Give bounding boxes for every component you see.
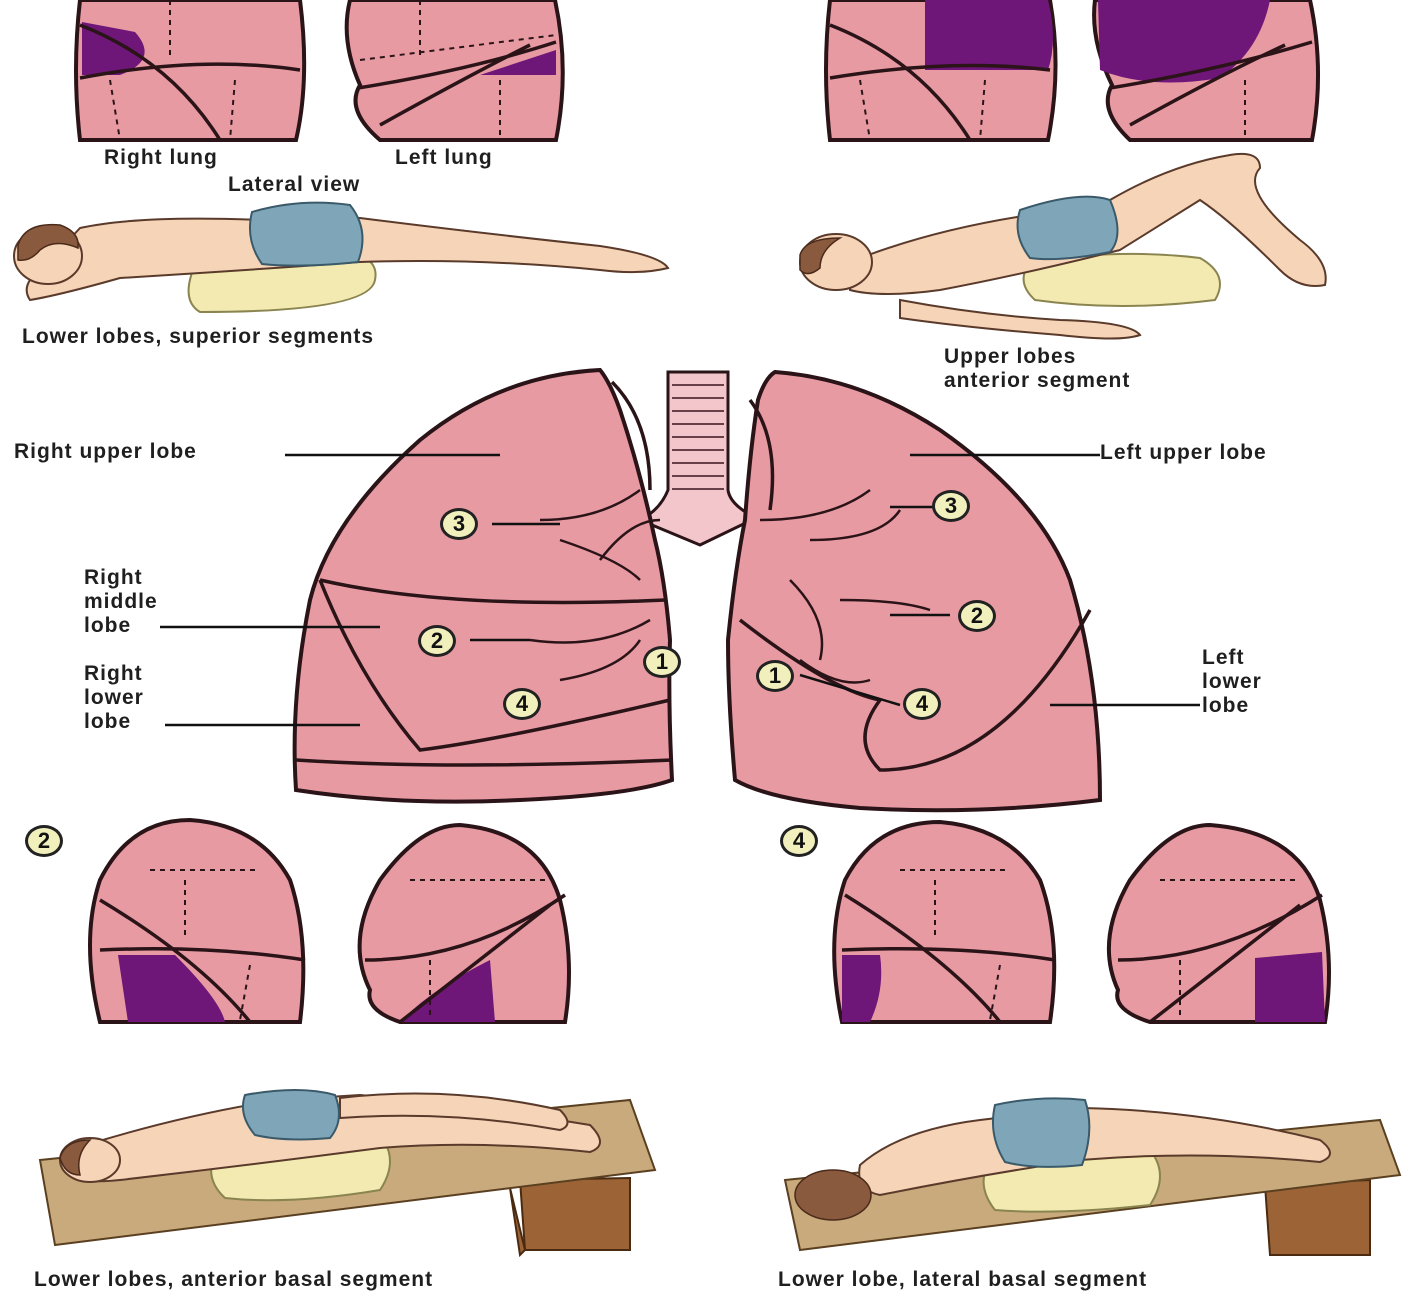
right-middle-lobe-line1: Right — [84, 566, 158, 590]
left-lung-main — [728, 372, 1100, 810]
right-upper-lobe-label: Right upper lobe — [14, 440, 197, 464]
lower-lobes-superior-caption: Lower lobes, superior segments — [22, 325, 374, 349]
lateral-basal-position-figure — [785, 1098, 1400, 1255]
left-lower-lobe-line1: Left — [1202, 646, 1262, 670]
right-lung-caption: Right lung — [104, 146, 218, 170]
right-middle-lobe-line3: lobe — [84, 614, 158, 638]
top-right-right-lung — [826, 0, 1056, 140]
top-left-left-lung — [347, 0, 563, 140]
segment-badge-right-3: 3 — [440, 508, 478, 540]
supine-person-figure — [800, 154, 1326, 339]
bottom-right-right-lung — [834, 822, 1055, 1022]
bottom-right-left-lung — [1109, 825, 1329, 1022]
upper-lobes-anterior-caption: Upper lobes anterior segment — [944, 345, 1130, 393]
left-upper-lobe-label: Left upper lobe — [1100, 441, 1267, 465]
prone-person-figure — [14, 203, 668, 312]
lateral-basal-caption: Lower lobe, lateral basal segment — [778, 1268, 1147, 1292]
right-lower-lobe-line2: lower — [84, 686, 144, 710]
left-lower-lobe-line3: lobe — [1202, 694, 1262, 718]
segment-badge-left-1: 1 — [756, 660, 794, 692]
anterior-basal-caption: Lower lobes, anterior basal segment — [34, 1268, 433, 1292]
left-lower-lobe-line2: lower — [1202, 670, 1262, 694]
panel-badge-2: 2 — [25, 825, 63, 857]
segment-badge-right-2: 2 — [418, 625, 456, 657]
lateral-view-caption: Lateral view — [228, 173, 360, 197]
top-left-right-lung — [76, 0, 304, 140]
panel-badge-4: 4 — [780, 825, 818, 857]
right-middle-lobe-line2: middle — [84, 590, 158, 614]
left-lung-caption: Left lung — [395, 146, 493, 170]
segment-badge-right-4: 4 — [503, 688, 541, 720]
top-right-left-lung — [1094, 0, 1318, 140]
bottom-left-left-lung — [360, 825, 569, 1022]
right-lower-lobe-line3: lobe — [84, 710, 144, 734]
right-lower-lobe-label: Right lower lobe — [84, 662, 144, 734]
segment-badge-left-3: 3 — [932, 490, 970, 522]
segment-badge-left-2: 2 — [958, 600, 996, 632]
right-lung-main — [295, 370, 672, 802]
segment-badge-right-1: 1 — [643, 646, 681, 678]
right-lower-lobe-line1: Right — [84, 662, 144, 686]
upper-lobes-caption-line1: Upper lobes — [944, 345, 1130, 369]
anterior-basal-position-figure — [40, 1090, 655, 1255]
left-lower-lobe-label: Left lower lobe — [1202, 646, 1262, 718]
upper-lobes-caption-line2: anterior segment — [944, 369, 1130, 393]
segment-badge-left-4: 4 — [903, 688, 941, 720]
right-middle-lobe-label: Right middle lobe — [84, 566, 158, 638]
bottom-left-right-lung — [90, 820, 305, 1022]
